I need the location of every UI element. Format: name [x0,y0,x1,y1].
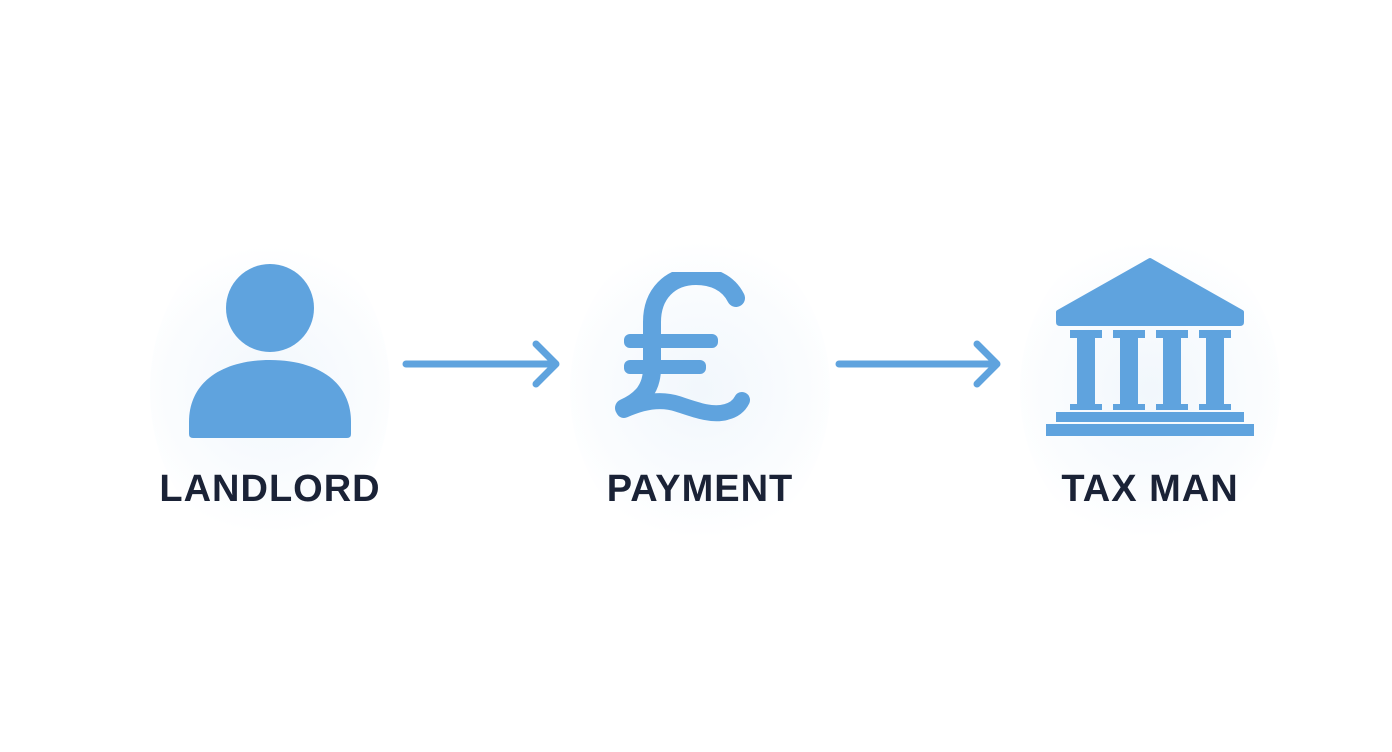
node-label-taxman: TAX MAN [1061,468,1239,510]
person-icon [189,264,351,438]
arrow-right-icon [835,340,1001,388]
bank-building-icon [1046,258,1254,436]
pound-sterling-icon [615,272,750,422]
node-label-landlord: LANDLORD [159,468,381,510]
node-label-payment: PAYMENT [606,468,794,510]
arrow-right-icon [402,340,560,388]
